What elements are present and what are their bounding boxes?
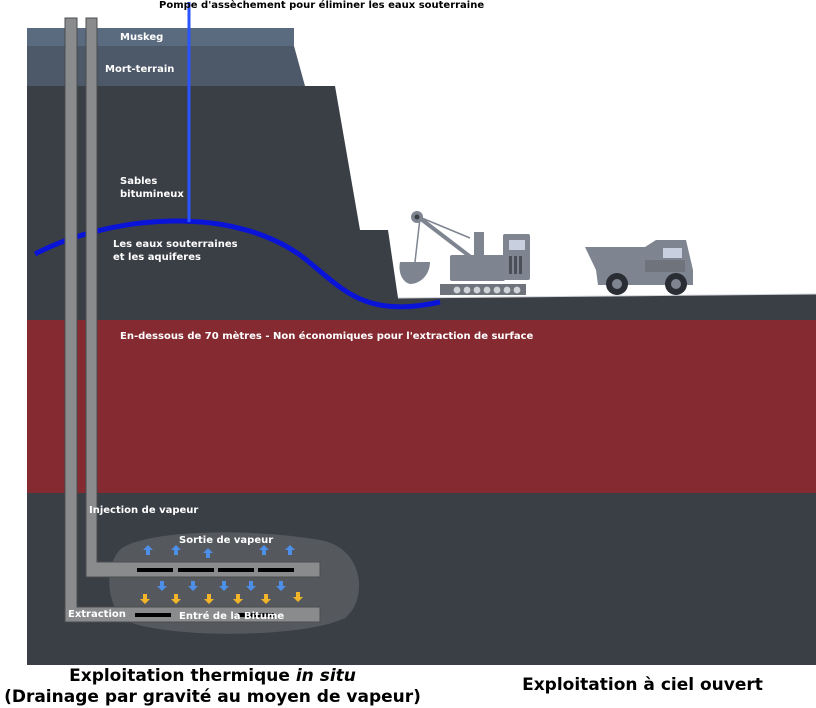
insitu-caption-line1: Exploitation thermique in situ xyxy=(0,666,425,687)
steam-down-arrow xyxy=(276,581,286,591)
bitumen-down-arrow xyxy=(171,594,181,604)
bitumen-down-arrow xyxy=(261,594,271,604)
haul-truck-icon xyxy=(585,240,693,295)
production-slot xyxy=(238,613,274,617)
bitumen-down-arrow xyxy=(204,594,214,604)
steam-down-arrow xyxy=(188,581,198,591)
steam-down-arrow xyxy=(246,581,256,591)
steam-up-arrow xyxy=(143,545,153,555)
steam-up-arrow xyxy=(259,545,269,555)
insitu-caption-italic: in situ xyxy=(295,666,356,686)
bitumen-down-arrow xyxy=(293,592,303,602)
extraction-label: Extraction xyxy=(68,609,126,620)
pipe-slots xyxy=(135,568,294,617)
steam-descending-arrows xyxy=(157,581,286,591)
oil-sands-label-line1: Sables xyxy=(120,176,157,187)
groundwater-label-line2: et les aquiferes xyxy=(113,252,201,263)
bitumen-in-label: Entré de la Bitume xyxy=(179,610,284,622)
steam-up-arrow xyxy=(203,548,213,558)
injection-slot xyxy=(218,568,254,572)
injection-slot xyxy=(137,568,173,572)
insitu-caption-prefix: Exploitation thermique xyxy=(69,666,296,686)
production-slot xyxy=(135,613,171,617)
steam-injection-well xyxy=(85,17,321,578)
deep-layer-label: En-dessous de 70 mètres - Non économique… xyxy=(120,330,533,342)
injection-slot xyxy=(178,568,214,572)
injection-slot xyxy=(258,568,294,572)
open-pit-caption: Exploitation à ciel ouvert xyxy=(522,675,763,695)
groundwater-label-line1: Les eaux souterraines xyxy=(113,239,238,250)
insitu-caption-line2: (Drainage par gravité au moyen de vapeur… xyxy=(4,687,421,707)
muskeg-label: Muskeg xyxy=(120,32,163,43)
deep-non-economic-layer xyxy=(27,320,816,493)
steam-injection-label: Injection de vapeur xyxy=(89,505,198,516)
bitumen-draining-arrows xyxy=(140,592,303,604)
bitumen-down-arrow xyxy=(140,594,150,604)
steam-rising-arrows xyxy=(143,545,295,558)
pump-label: Pompe d'assèchement pour éliminer les ea… xyxy=(159,0,484,11)
well-pipes xyxy=(64,17,321,623)
extraction-well xyxy=(64,17,321,623)
power-shovel-icon xyxy=(399,211,530,295)
oil-sands-label-line2: bitumineux xyxy=(120,189,184,200)
steam-down-arrow xyxy=(219,581,229,591)
oil-sands-layer xyxy=(27,86,816,320)
insitu-caption: Exploitation thermique in situ (Drainage… xyxy=(0,666,425,708)
steam-out-label: Sortie de vapeur xyxy=(179,535,273,546)
bitumen-down-arrow xyxy=(233,594,243,604)
steam-up-arrow xyxy=(285,545,295,555)
ground-surface-line xyxy=(397,293,816,299)
overburden-label: Mort-terrain xyxy=(105,64,174,75)
groundwater-aquifer-arc xyxy=(33,218,441,310)
steam-up-arrow xyxy=(171,545,181,555)
steam-down-arrow xyxy=(157,581,167,591)
